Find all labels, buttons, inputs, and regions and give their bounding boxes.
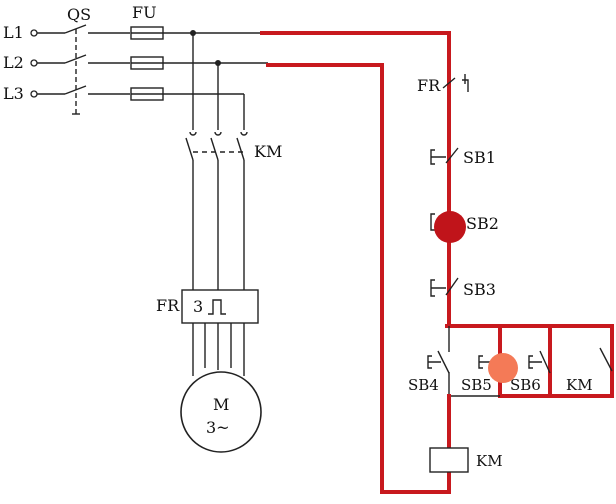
terminal-l2: [30, 59, 38, 67]
label-l2: L2: [3, 53, 24, 72]
sb2-stop-button: SB2: [430, 211, 499, 243]
label-sb2: SB2: [466, 214, 499, 233]
label-qs: QS: [67, 5, 91, 24]
label-fr-main: FR: [156, 296, 180, 315]
km-coil-box: [429, 447, 469, 473]
label-km-main: KM: [254, 142, 282, 161]
label-motor-m: M: [213, 395, 229, 414]
km-main-contacts: KM: [185, 131, 282, 161]
main-circuit: KM FR 3 M 3~: [156, 33, 282, 453]
control-wire-l2: [266, 63, 451, 494]
label-fr-main-num: 3: [193, 297, 203, 316]
label-sb6: SB6: [510, 376, 541, 394]
label-sb4: SB4: [408, 376, 439, 394]
label-km-aux: KM: [566, 376, 593, 394]
label-l3: L3: [3, 84, 24, 103]
supply-terminals: L1 L2 L3: [3, 23, 65, 103]
control-circuit: FR SB1 SB2 SB3: [260, 31, 614, 494]
km-aux-contact: KM: [566, 347, 613, 394]
fr-thermal-element: FR 3: [156, 289, 259, 324]
sb1-stop-button: SB1: [430, 147, 496, 167]
sb3-stop-button: SB3: [430, 277, 496, 299]
sb5-active-marker: [488, 353, 518, 383]
motor-circle: [180, 371, 262, 453]
label-l1: L1: [3, 23, 24, 42]
label-fr-ctrl: FR: [417, 76, 441, 95]
label-fu: FU: [132, 3, 157, 22]
fr-nc-contact: FR: [417, 74, 469, 95]
qs-switch: QS: [64, 5, 130, 115]
sb5-start-button: SB5: [461, 353, 518, 394]
fuses-fu: FU: [130, 3, 268, 101]
motor: M 3~: [180, 371, 262, 453]
sb2-active-marker: [434, 211, 466, 243]
label-sb5: SB5: [461, 376, 492, 394]
label-km-coil: KM: [476, 452, 503, 470]
label-motor-phase: 3~: [206, 418, 230, 437]
label-sb3: SB3: [463, 280, 496, 299]
label-sb1: SB1: [463, 148, 496, 167]
sb6-start-button: SB6: [510, 350, 551, 394]
terminal-l1: [30, 29, 38, 37]
sb4-start-button: SB4: [408, 350, 450, 394]
terminal-l3: [30, 90, 38, 98]
km-coil: KM: [429, 447, 503, 473]
